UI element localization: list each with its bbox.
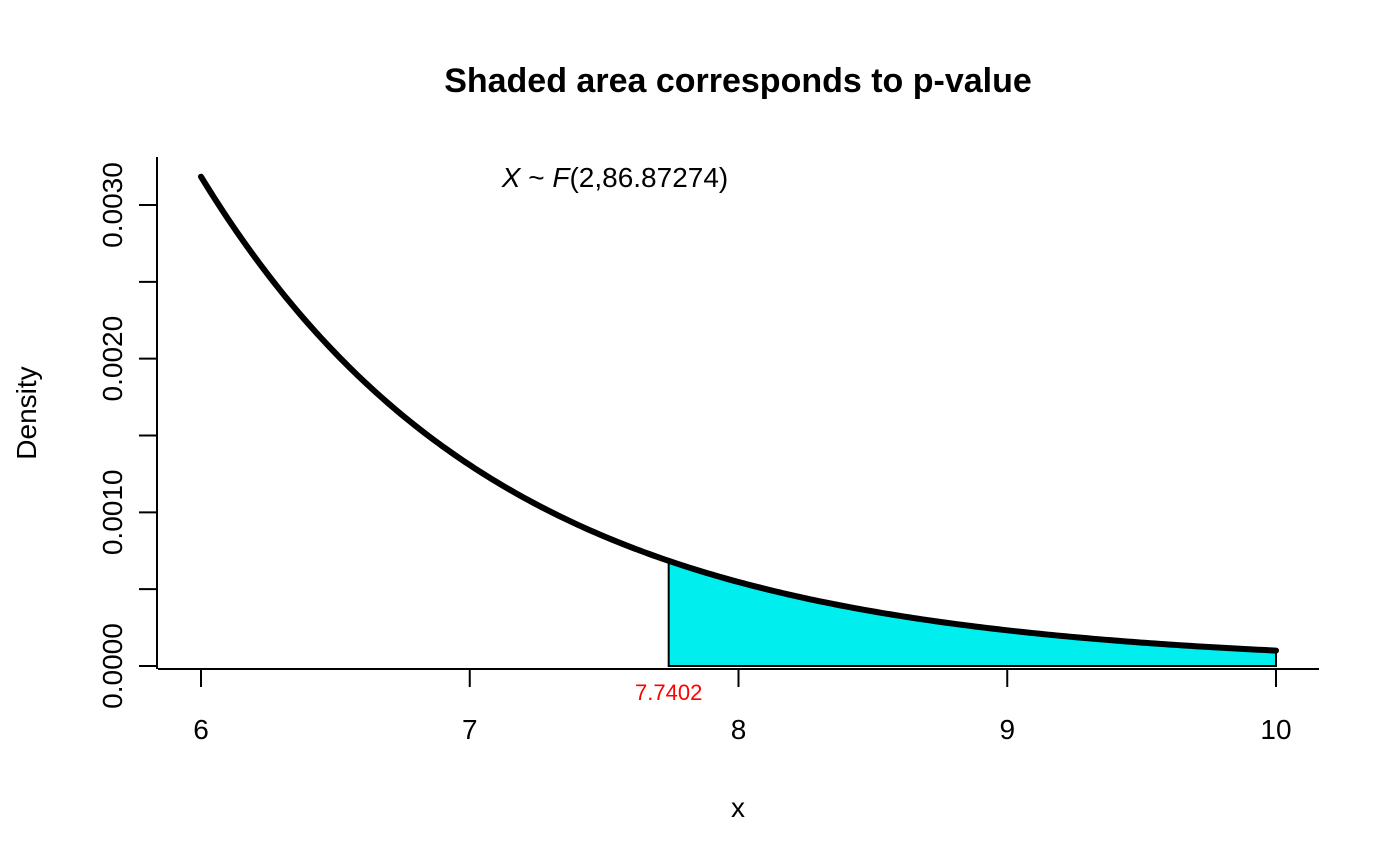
critical-value-label: 7.7402: [635, 680, 702, 705]
x-tick-label: 6: [193, 714, 209, 745]
chart-title: Shaded area corresponds to p-value: [444, 62, 1032, 100]
annotation-dist-name: F: [552, 162, 571, 193]
x-tick-label: 9: [999, 714, 1015, 745]
y-tick-label: 0.0000: [97, 623, 128, 709]
annotation-tilde: ~: [520, 162, 552, 193]
density-curve: [198, 173, 1279, 654]
y-axis: 0.0000 0.0010 0.0020 0.0030: [97, 157, 158, 709]
p-value-shaded-area: [667, 559, 1277, 667]
x-tick-label: 7: [462, 714, 478, 745]
y-tick-label: 0.0010: [97, 470, 128, 556]
shaded-region: [667, 559, 1277, 667]
annotation-variable: X: [501, 162, 522, 193]
density-line: [198, 173, 1279, 654]
annotation-params: (2,86.87274): [569, 162, 728, 193]
y-tick-label: 0.0020: [97, 316, 128, 402]
y-axis-label: Density: [11, 366, 42, 459]
x-axis-label: x: [731, 792, 745, 823]
y-tick-label: 0.0030: [97, 162, 128, 248]
x-axis: 6 7 8 9 10: [158, 668, 1319, 745]
x-tick-label: 8: [731, 714, 747, 745]
distribution-annotation: X ~ F(2,86.87274): [501, 162, 729, 193]
x-tick-label: 10: [1260, 714, 1291, 745]
